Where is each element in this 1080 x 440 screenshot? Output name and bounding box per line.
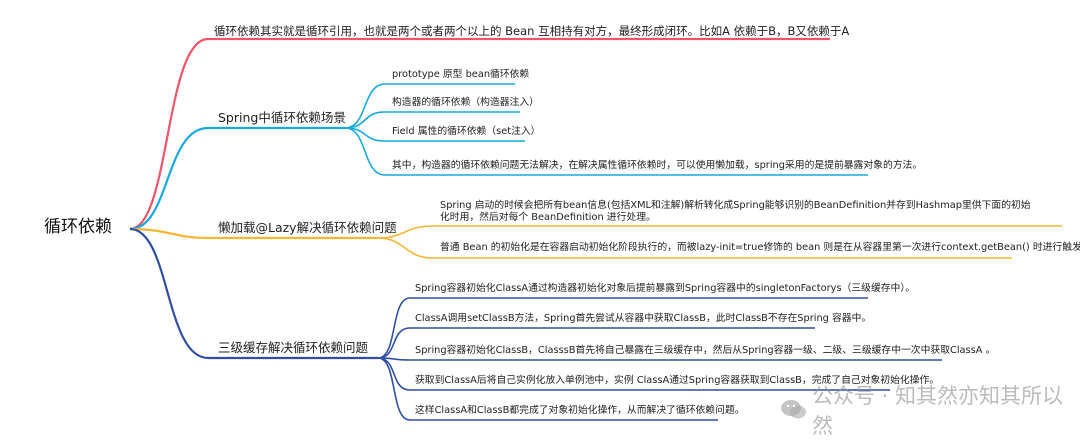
cache-step-5: 这样ClassA和ClassB都完成了对象初始化操作，从而解决了循环依赖问题。	[415, 405, 745, 416]
link-root-spring	[129, 126, 345, 231]
lazy-item-startup: Spring 启动的时候会把所有bean信息(包括XML和注解)解析转化成Spr…	[440, 200, 1031, 224]
link-spring-2	[344, 111, 520, 129]
link-cache-5	[377, 357, 718, 421]
link-lazy-1	[377, 225, 1062, 239]
cache-step-3: Spring容器初始化ClassB，ClasssB首先将自己暴露在三级缓存中，然…	[415, 345, 996, 356]
link-root-cache	[129, 227, 378, 360]
link-spring-1	[344, 83, 515, 129]
lazy-node: 懒加载@Lazy解决循环依赖问题	[218, 220, 397, 235]
lazy-item-init: 普通 Bean 的初始化是在容器启动初始化阶段执行的，而被lazy-init=t…	[440, 242, 1080, 253]
link-cache-3	[377, 357, 942, 361]
spring-item-field: Field 属性的循环依赖（set注入）	[392, 126, 541, 137]
link-cache-1	[377, 297, 868, 359]
spring-scenario-node: Spring中循环依赖场景	[218, 110, 346, 125]
link-spring-4	[344, 127, 868, 176]
root-node: 循环依赖	[44, 217, 112, 237]
spring-item-prototype: prototype 原型 bean循环依赖	[392, 69, 530, 80]
cache-step-1: Spring容器初始化ClassA通过构造器初始化对象后提前暴露到Spring容…	[415, 283, 916, 294]
link-cache-2	[377, 327, 815, 359]
spring-item-constructor: 构造器的循环依赖（构造器注入）	[392, 97, 539, 108]
link-root-lazy	[129, 227, 378, 240]
link-lazy-2	[377, 237, 1012, 259]
link-spring-3	[344, 127, 525, 142]
wechat-icon	[780, 398, 808, 422]
cache-step-4: 获取到ClassA后将自己实例化放入单例池中，实例 ClassA通过Spring…	[415, 375, 940, 386]
definition-node: 循环依赖其实就是循环引用，也就是两个或者两个以上的 Bean 互相持有对方，最终…	[214, 24, 850, 38]
link-root-definition	[129, 37, 830, 231]
cache-step-2: ClassA调用setClassB方法，Spring首先尝试从容器中获取Clas…	[415, 313, 872, 324]
three-level-cache-node: 三级缓存解决循环依赖问题	[218, 340, 369, 355]
watermark: 公众号 · 知其然亦知其所以然	[780, 380, 1080, 440]
link-cache-4	[377, 357, 890, 391]
watermark-text: 公众号 · 知其然亦知其所以然	[812, 384, 1064, 438]
spring-item-note: 其中，构造器的循环依赖问题无法解决，在解决属性循环依赖时，可以使用懒加载，spr…	[392, 160, 923, 171]
